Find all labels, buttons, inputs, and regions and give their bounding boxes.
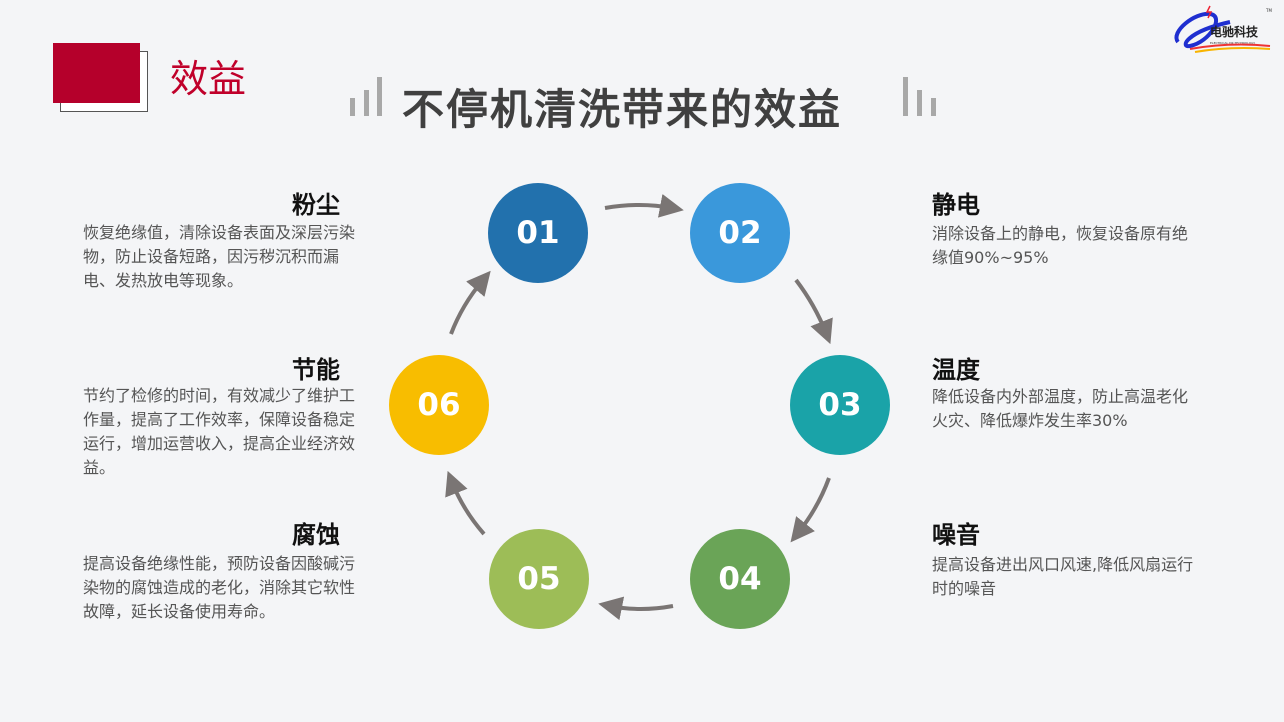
title-deco-bar <box>364 90 369 116</box>
arrow-05-06 <box>445 470 486 536</box>
company-logo: 电驰科技 ELECTRICAL DR TECHNOLOGY TM <box>1174 5 1272 53</box>
step-circle-02: 02 <box>690 183 790 283</box>
heading-static: 静电 <box>932 191 980 219</box>
heading-dust: 粉尘 <box>292 191 340 219</box>
section-title: 效益 <box>170 57 247 101</box>
text-static: 消除设备上的静电，恢复设备原有绝缘值90%~95% <box>932 224 1189 267</box>
title-deco-bar <box>903 77 908 116</box>
step-circle-03: 03 <box>790 355 890 455</box>
text-corrosion: 提高设备绝缘性能，预防设备因酸碱污染物的腐蚀造成的老化，消除其它软性故障，延长设… <box>83 554 356 621</box>
arrow-04-05 <box>598 596 674 621</box>
title-deco-bar <box>350 98 355 116</box>
section-marker <box>53 43 140 103</box>
text-temperature: 降低设备内外部温度，防止高温老化火灾、降低爆炸发生率30% <box>932 387 1189 430</box>
title-deco-bar <box>917 90 922 116</box>
title-deco-bar <box>931 98 936 116</box>
heading-energy: 节能 <box>292 356 340 384</box>
step-circle-06: 06 <box>389 355 489 455</box>
arrow-01-02 <box>604 193 684 218</box>
step-circle-05: 05 <box>489 529 589 629</box>
title-deco-bar <box>377 77 382 116</box>
text-energy: 节约了检修的时间，有效减少了维护工作量，提高了工作效率，保障设备稳定运行，增加运… <box>83 386 356 477</box>
svg-text:TM: TM <box>1265 8 1272 13</box>
step-circle-04: 04 <box>690 529 790 629</box>
step-circle-01: 01 <box>488 183 588 283</box>
text-noise: 提高设备进出风口风速,降低风扇运行时的噪音 <box>932 555 1194 598</box>
heading-temperature: 温度 <box>932 356 980 384</box>
slide-title: 不停机清洗带来的效益 <box>402 85 843 134</box>
arrow-02-03 <box>794 278 833 345</box>
arrow-03-04 <box>790 477 831 543</box>
arrow-06-01 <box>449 270 491 335</box>
svg-text:ELECTRICAL DR TECHNOLOGY: ELECTRICAL DR TECHNOLOGY <box>1210 41 1255 45</box>
heading-noise: 噪音 <box>932 521 980 549</box>
heading-corrosion: 腐蚀 <box>292 521 340 549</box>
text-dust: 恢复绝缘值，清除设备表面及深层污染物，防止设备短路，因污秽沉积而漏电、发热放电等… <box>83 223 356 290</box>
logo-text: 电驰科技 <box>1210 24 1259 39</box>
